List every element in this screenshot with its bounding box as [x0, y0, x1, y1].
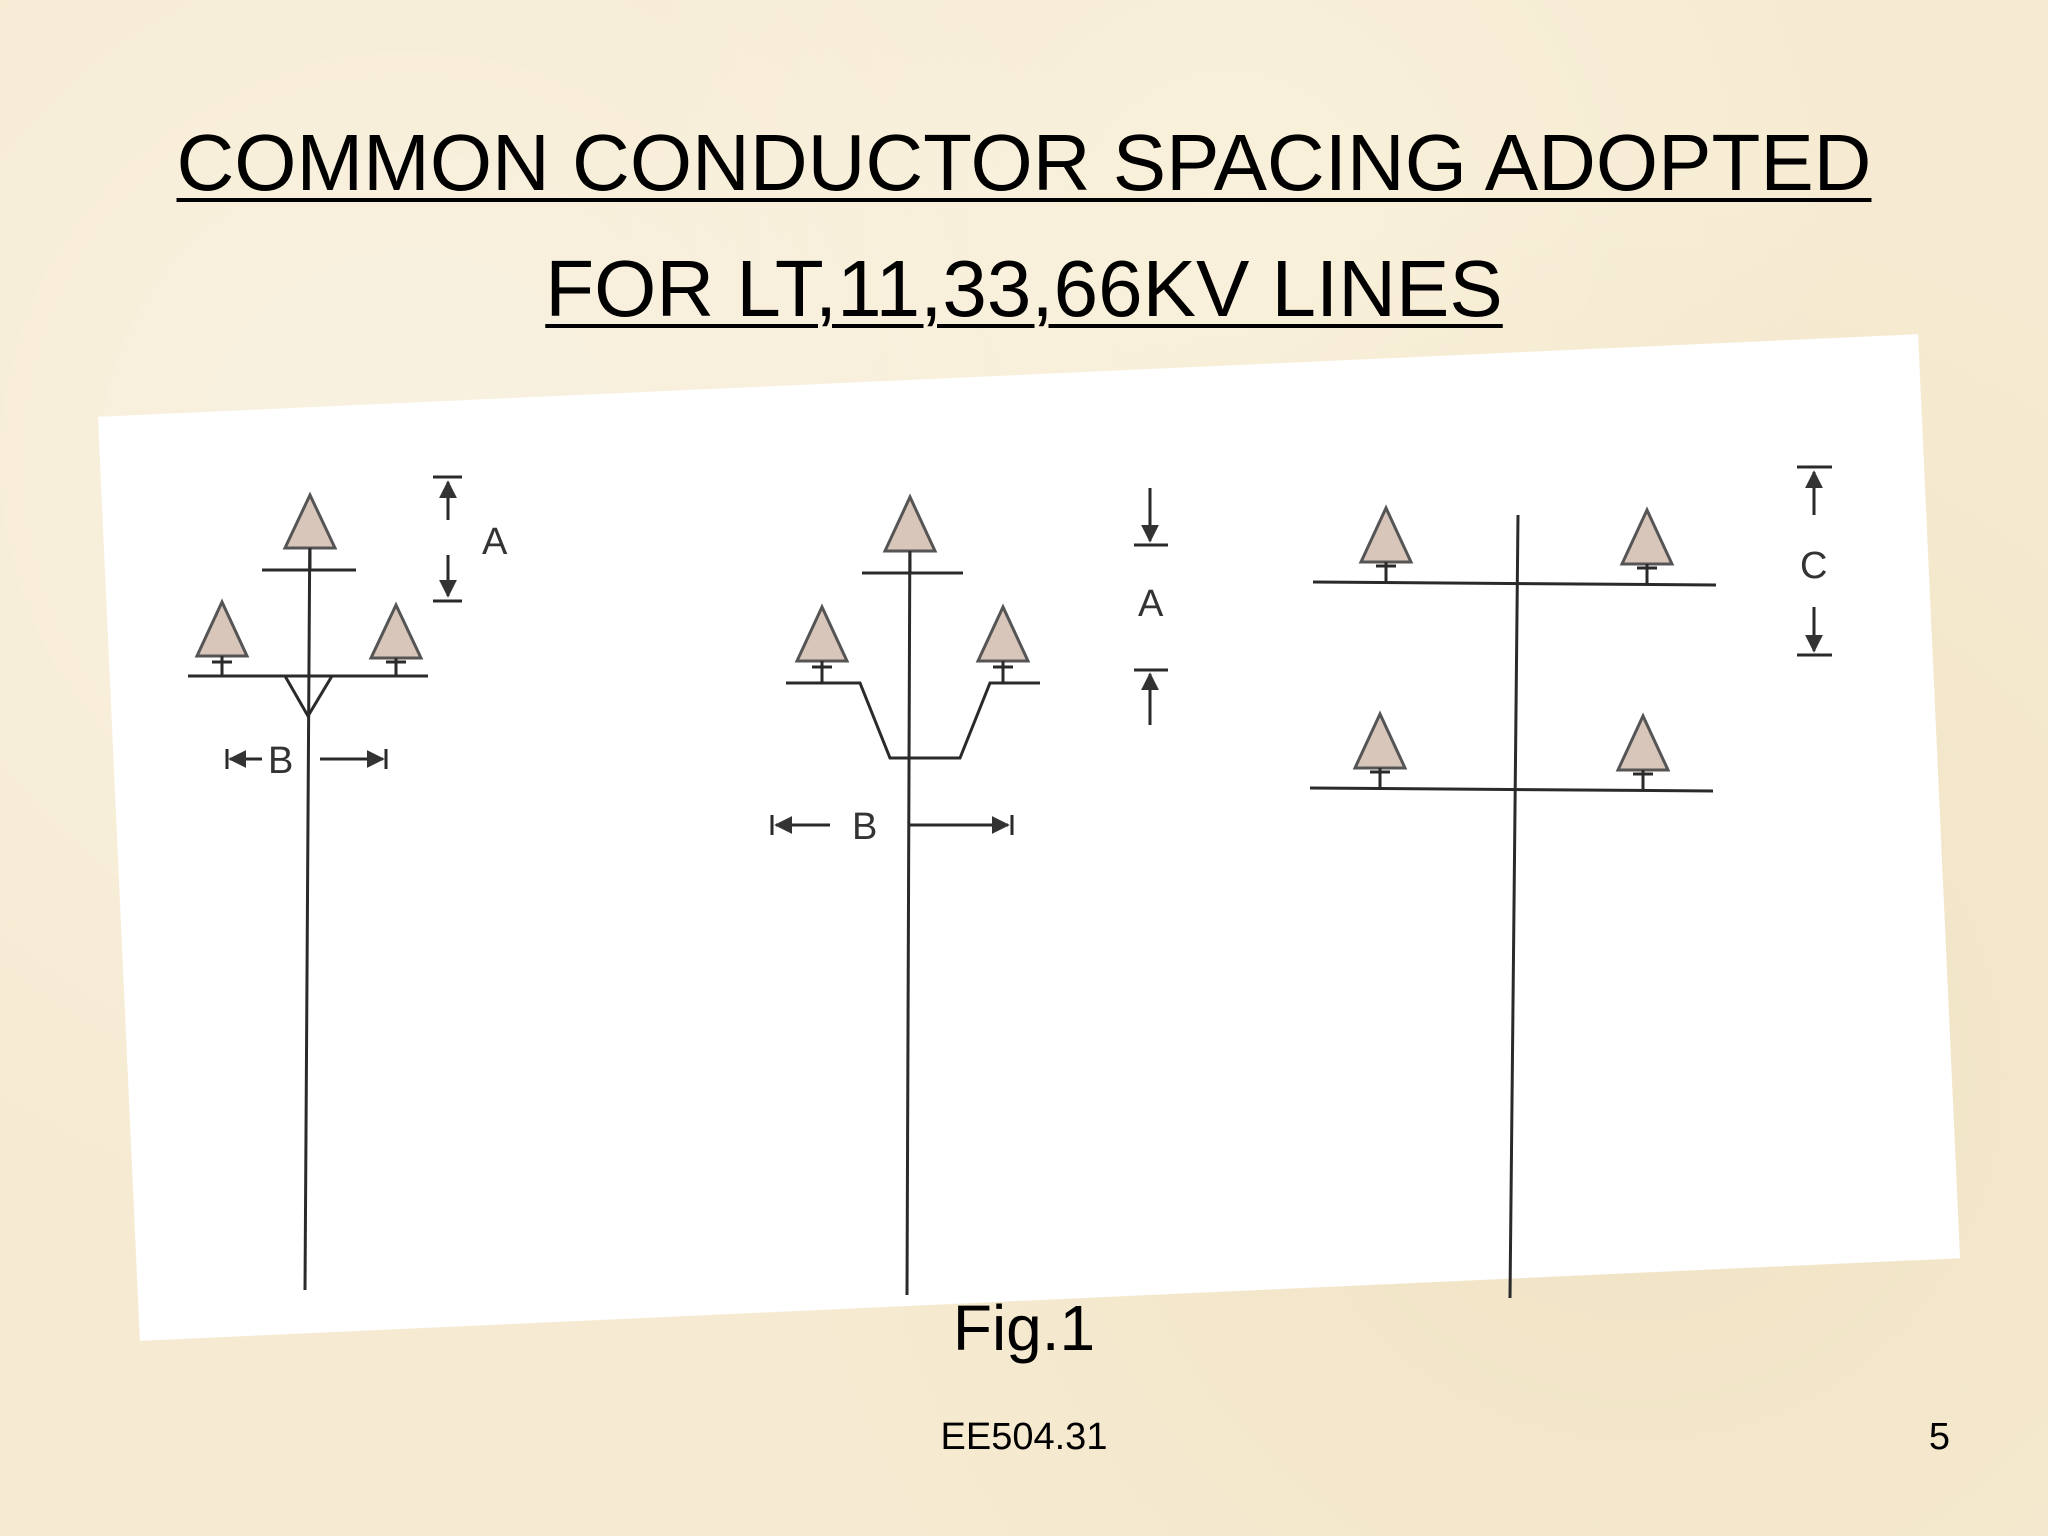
figure-caption: Fig.1	[952, 1292, 1096, 1364]
dimension-a-label-2: A	[1138, 583, 1164, 625]
dimension-b-label-1: B	[268, 740, 293, 782]
insulator-icon	[194, 598, 250, 676]
dimension-a-2	[1134, 488, 1168, 725]
insulator-icon	[368, 601, 424, 676]
dimension-c-label-3: C	[1800, 545, 1827, 587]
page-number: 5	[1928, 1416, 1950, 1458]
insulator-icon	[282, 491, 338, 570]
cross-arm-2	[786, 681, 1040, 760]
insulator-icon	[1358, 504, 1414, 582]
insulator-icon	[975, 603, 1031, 683]
dimension-b-1	[225, 749, 388, 769]
upper-cross-arm-3	[1312, 580, 1717, 587]
dimension-a-label-1: A	[482, 521, 508, 563]
pole-2	[905, 504, 912, 1296]
pole-3	[1508, 514, 1520, 1299]
dimension-b-label-2: B	[852, 806, 877, 848]
footer-course-code: EE504.31	[940, 1416, 1108, 1458]
cross-arm-brace-1	[283, 675, 334, 719]
slide-title-line-1: COMMON CONDUCTOR SPACING ADOPTED	[176, 118, 1872, 207]
configuration-2-v-crossarm	[770, 488, 1168, 1296]
lower-cross-arm-3	[1309, 786, 1714, 793]
slide-title-line-2: FOR LT,11,33,66KV LINES	[545, 244, 1503, 333]
insulator-icon	[1619, 506, 1675, 585]
slide-title: COMMON CONDUCTOR SPACING ADOPTED FOR LT,…	[0, 100, 2048, 352]
dimension-b-2	[770, 815, 1014, 835]
dimension-a-1	[433, 475, 462, 603]
dimension-c-3	[1797, 465, 1832, 657]
insulator-icon	[1615, 712, 1671, 791]
pole-1	[303, 504, 312, 1291]
configuration-1-triangular	[188, 475, 462, 1291]
insulator-icon	[794, 603, 850, 683]
configuration-3-double-crossarm	[1309, 465, 1832, 1299]
insulator-icon	[1352, 710, 1408, 788]
insulator-icon	[882, 493, 938, 573]
